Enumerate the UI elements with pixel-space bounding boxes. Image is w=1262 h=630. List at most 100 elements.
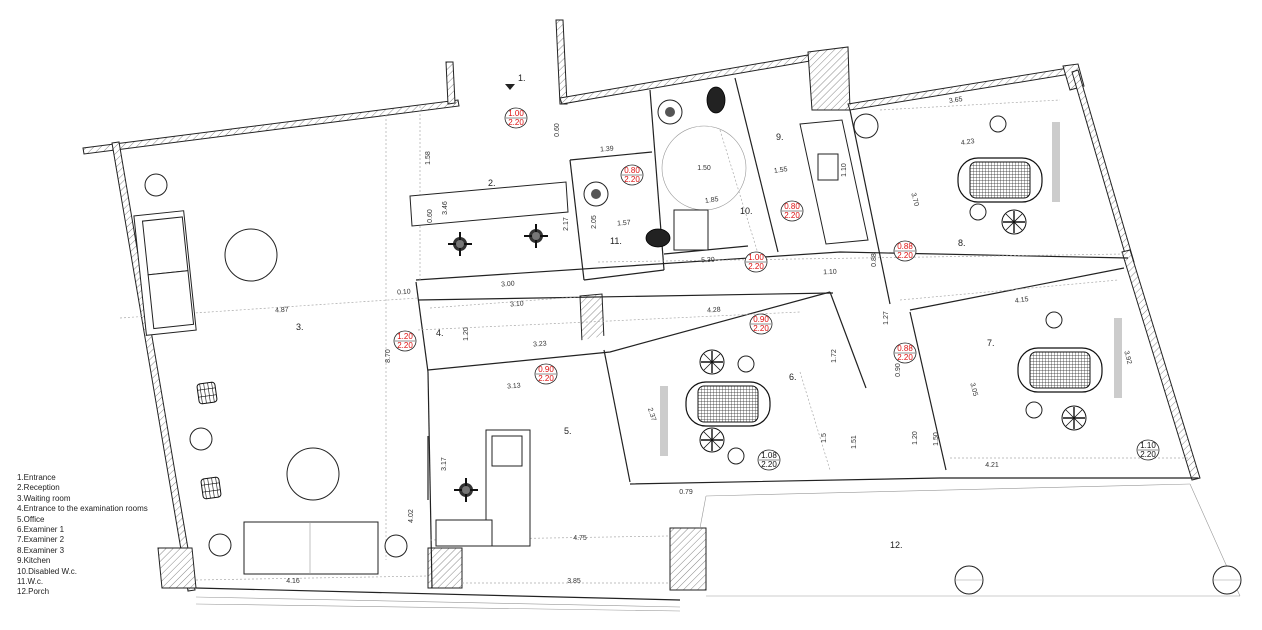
dimension-label: 1.58 [425, 151, 432, 165]
sofa-left [133, 210, 197, 336]
door-tag: 0.882.20 [893, 240, 917, 262]
dimension-label: 1.20 [912, 431, 919, 445]
door-width-label: 1.00 [748, 253, 764, 262]
door-width-label: 0.80 [784, 202, 800, 211]
door-tag: 1.082.20 [757, 449, 781, 471]
door-tag: 1.002.20 [744, 251, 768, 273]
exam-machine-2 [1017, 347, 1103, 393]
door-width-label: 0.88 [897, 344, 913, 353]
dimension-label: 8.70 [385, 349, 392, 363]
dimension-label: 1.85 [705, 196, 720, 205]
room-labels: 1. 2. 3. 4. 5. 6. 7. 8. 9. 10. 11. 12. [296, 73, 995, 550]
plant-2 [208, 533, 232, 557]
dimension-label: 1.50 [933, 432, 940, 446]
exam-machine-3 [957, 157, 1043, 203]
dimension-label: 1.20 [463, 327, 470, 341]
exterior-walls [82, 19, 1201, 592]
door-tag: 0.902.20 [534, 363, 558, 385]
wc-fixtures [583, 86, 747, 251]
door-width-label: 1.10 [1140, 441, 1156, 450]
dimension-label: 2.05 [591, 215, 598, 229]
door-width-label: 0.90 [753, 315, 769, 324]
legend-item: 5.Office [17, 514, 45, 524]
legend-item: 9.Kitchen [17, 556, 51, 566]
legend-item: 6.Examiner 1 [17, 525, 65, 535]
door-tag: 1.202.20 [393, 330, 417, 352]
door-tags: 1.002.200.802.200.802.201.002.200.882.20… [393, 107, 1160, 471]
dimension-label: 0.10 [397, 289, 411, 297]
dimension-label: 3.46 [442, 201, 449, 215]
fan-3 [1061, 405, 1087, 431]
dimension-label: 3.17 [441, 457, 448, 471]
door-tag: 0.902.20 [749, 313, 773, 335]
dimension-label: 4.75 [573, 535, 587, 542]
door-height-label: 2.20 [784, 211, 800, 220]
exam-machine-1 [685, 381, 771, 427]
legend-item: 10.Disabled W.c. [17, 566, 78, 576]
dimension-label: 1.10 [823, 269, 837, 276]
dimension-label: 1.27 [883, 311, 890, 325]
door-height-label: 2.20 [538, 374, 554, 383]
dimension-label: 1.57 [617, 220, 631, 228]
room-2-label: 2. [488, 178, 496, 188]
porch-features [954, 565, 1242, 595]
door-width-label: 0.90 [538, 365, 554, 374]
dimension-label: 1.51 [851, 435, 858, 449]
door-width-label: 1.08 [761, 451, 777, 460]
sofa-bottom [243, 521, 379, 575]
dimension-label: 1.72 [831, 349, 838, 363]
waiting-room-furniture [133, 173, 408, 575]
door-height-label: 2.20 [897, 353, 913, 362]
dimension-labels: 4.873.003.103.234.285.301.100.101.391.57… [275, 96, 1133, 585]
office-furniture [427, 429, 531, 547]
door-height-label: 2.20 [897, 251, 913, 260]
reception-chair-2 [523, 223, 549, 249]
dimension-label: 1.39 [600, 146, 614, 154]
dimension-label: 4.23 [961, 138, 976, 147]
reception-chair-1 [447, 231, 473, 257]
dimension-label: 2.17 [563, 217, 570, 231]
room-3-label: 3. [296, 322, 304, 332]
dimension-label: 3.65 [949, 96, 964, 105]
legend-item: 3.Waiting room [17, 493, 71, 503]
dimension-label: 1.10 [841, 163, 848, 177]
dimension-label: 3.10 [510, 301, 524, 309]
room-7-label: 7. [987, 338, 995, 348]
door-tag: 0.882.20 [893, 342, 917, 364]
interior-walls [195, 77, 1241, 612]
legend-item: 12.Porch [17, 587, 50, 597]
room-9-label: 9. [776, 132, 784, 142]
dimension-label: 3.92 [1122, 350, 1132, 365]
dimension-label: 2.37 [646, 407, 657, 422]
plant-3 [384, 534, 408, 558]
legend-item: 7.Examiner 2 [17, 535, 65, 545]
door-height-label: 2.20 [761, 460, 777, 469]
entrance-arrow-icon [505, 84, 515, 90]
room-5-label: 5. [564, 426, 572, 436]
fan-4 [1001, 209, 1027, 235]
room-8-label: 8. [958, 238, 966, 248]
door-width-label: 1.00 [508, 109, 524, 118]
door-height-label: 2.20 [748, 262, 764, 271]
room-10-label: 10. [740, 206, 753, 216]
dimension-label: 4.15 [1015, 296, 1030, 305]
dimension-label: 3.00 [501, 281, 515, 289]
dimension-label: 0.79 [679, 489, 693, 496]
dimension-label: 4.21 [985, 462, 999, 469]
dimension-label: 1.5 [821, 433, 828, 443]
door-tag: 1.002.20 [504, 107, 528, 129]
dimension-label: 4.28 [707, 307, 721, 315]
office-chair [453, 477, 479, 503]
legend-item: 1.Entrance [17, 473, 56, 482]
dimension-label: 3.85 [567, 578, 581, 585]
dimension-label: 0.88 [871, 253, 878, 267]
room-1-label: 1. [518, 73, 526, 83]
fan-2 [699, 427, 725, 453]
door-height-label: 2.20 [1140, 450, 1156, 459]
round-table-2 [286, 447, 340, 501]
legend-item: 8.Examiner 3 [17, 545, 65, 555]
dimension-label: 3.13 [507, 383, 521, 391]
legend-item: 11.W.c. [17, 577, 44, 587]
room-4-label: 4. [436, 328, 444, 338]
